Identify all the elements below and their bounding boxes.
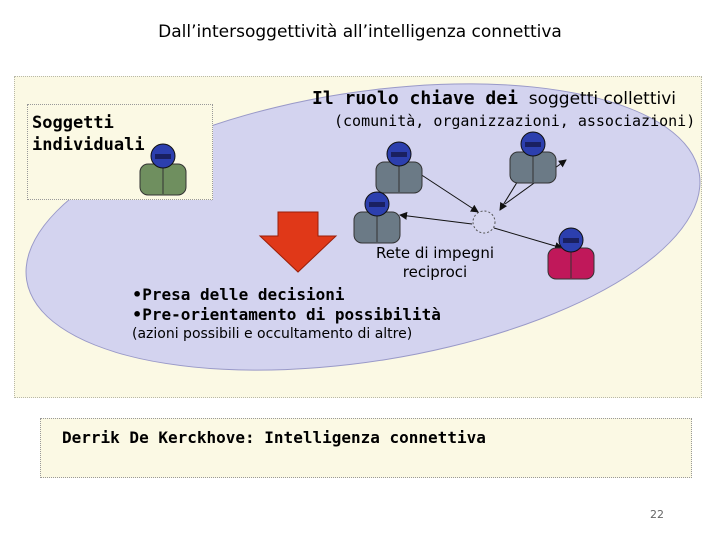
person-icon xyxy=(139,143,187,196)
collective-subheading: (comunità, organizzazioni, associazioni) xyxy=(334,112,696,130)
page-number: 22 xyxy=(650,508,664,521)
slide-title: Dall’intersoggettività all’intelligenza … xyxy=(158,22,562,42)
network-label: Rete di impegni reciproci xyxy=(375,244,495,281)
bullet-list: •Presa delle decisioni •Pre-orientamento… xyxy=(132,285,441,325)
bullet-item: •Presa delle decisioni xyxy=(132,285,441,305)
footer-box xyxy=(40,418,692,478)
bullet-glyph: • xyxy=(132,285,143,304)
person-icon xyxy=(509,131,557,184)
link-arrow xyxy=(493,227,563,250)
collective-heading: Il ruolo chiave dei soggetti collettivi xyxy=(312,88,676,109)
bullet-glyph: • xyxy=(132,305,143,324)
down-arrow-icon xyxy=(258,211,338,273)
footer-citation: Derrik De Kerckhove: Intelligenza connet… xyxy=(62,428,486,447)
link-arrow xyxy=(413,169,479,213)
bullet-text: Presa delle decisioni xyxy=(142,285,345,304)
bullet-note: (azioni possibili e occultamento di altr… xyxy=(132,326,413,342)
link-arrow xyxy=(399,211,473,225)
person-icon xyxy=(375,141,423,194)
bullet-item: •Pre-orientamento di possibilità xyxy=(132,305,441,325)
individuals-label: Soggetti individuali xyxy=(32,113,145,155)
bullet-text: Pre-orientamento di possibilità xyxy=(142,305,441,324)
network-node-icon xyxy=(472,210,496,234)
person-icon xyxy=(353,191,401,244)
person-icon xyxy=(547,227,595,280)
heading-tail: soggetti collettivi xyxy=(528,89,676,109)
heading-main: Il ruolo chiave dei xyxy=(312,88,518,109)
